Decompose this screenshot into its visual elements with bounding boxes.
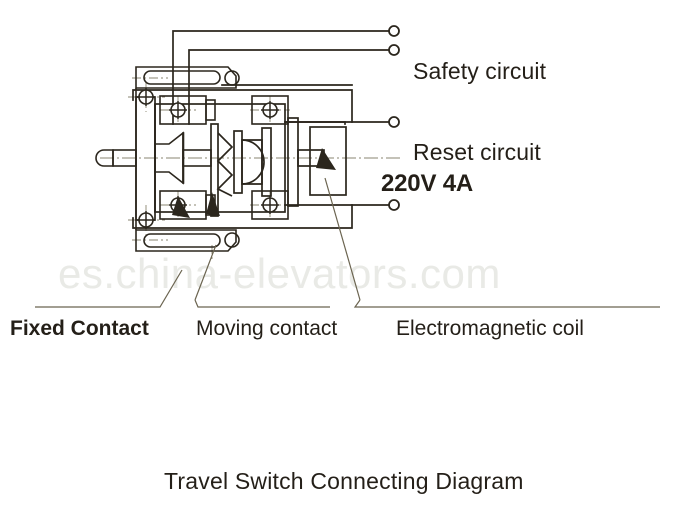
label-electromagnetic-coil: Electromagnetic coil	[396, 317, 584, 340]
terminal-safety-1[interactable]	[388, 25, 400, 37]
wiring-group	[132, 30, 390, 229]
electromagnetic-coil-block	[309, 126, 347, 196]
terminal-reset-2[interactable]	[388, 199, 400, 211]
leader-lines	[35, 177, 660, 308]
label-voltage-rating: 220V 4A	[381, 170, 473, 197]
moving-contact-armature	[241, 117, 325, 207]
label-safety-circuit: Safety circuit	[413, 58, 547, 84]
diagram-title: Travel Switch Connecting Diagram	[164, 468, 524, 494]
terminal-reset-1[interactable]	[388, 116, 400, 128]
label-moving-contact: Moving contact	[196, 317, 338, 340]
mounting-screw-crosses	[137, 88, 155, 229]
leader-arrowheads	[172, 148, 336, 218]
terminal-circles	[388, 25, 400, 211]
label-reset-circuit: Reset circuit	[413, 139, 541, 165]
label-fixed-contact: Fixed Contact	[10, 317, 149, 340]
fixed-contact-right-screw-crosses	[261, 101, 279, 214]
terminal-safety-2[interactable]	[388, 44, 400, 56]
plunger-actuator	[95, 131, 212, 185]
